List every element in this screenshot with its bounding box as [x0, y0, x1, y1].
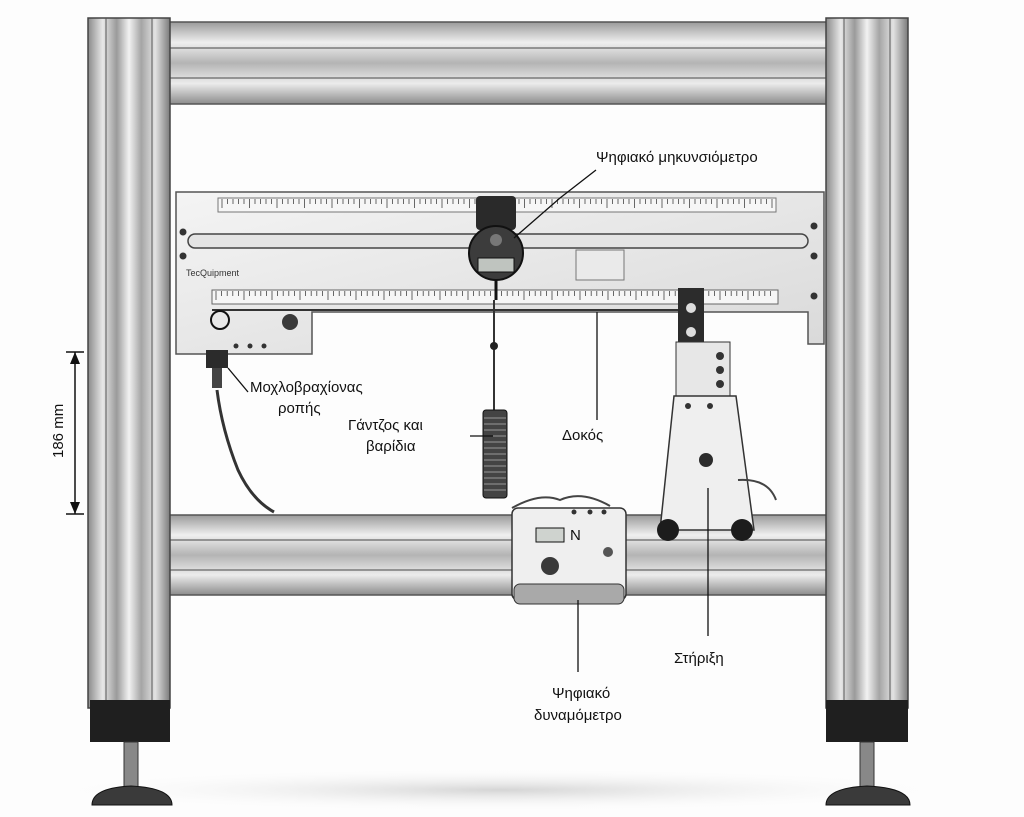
- left-post: [87, 17, 173, 806]
- label-support: Στήριξη: [674, 650, 724, 667]
- label-digital-length-gauge: Ψηφιακό μηκυνσιόμετρο: [596, 149, 758, 166]
- top-crossbar: [159, 21, 841, 105]
- label-digital-dynamometer-line2: δυναμόμετρο: [534, 707, 622, 724]
- label-hook-weights-line1: Γάντζος και: [348, 417, 423, 434]
- hook-and-weights: [482, 300, 508, 499]
- dynamometer-unit: N: [570, 527, 581, 544]
- digital-dynamometer: N: [511, 495, 627, 605]
- leader-lines: [227, 169, 709, 672]
- label-beam: Δοκός: [562, 427, 603, 444]
- digital-length-gauge: [468, 196, 524, 300]
- support-stand: [657, 288, 777, 541]
- label-hook-weights-line2: βαρίδια: [366, 438, 416, 455]
- label-digital-dynamometer-line1: Ψηφιακό: [552, 685, 610, 702]
- floor-shadow: [30, 768, 970, 812]
- panel-logo: TecQuipment: [186, 268, 240, 278]
- dimension-indicator: 186 mm: [50, 351, 84, 515]
- right-post: [825, 17, 911, 806]
- dimension-label: 186 mm: [50, 404, 67, 458]
- label-torque-lever-line1: Μοχλοβραχίονας: [250, 379, 363, 396]
- label-torque-lever-line2: ροπής: [278, 400, 321, 417]
- torque-lever-arm: [206, 310, 298, 514]
